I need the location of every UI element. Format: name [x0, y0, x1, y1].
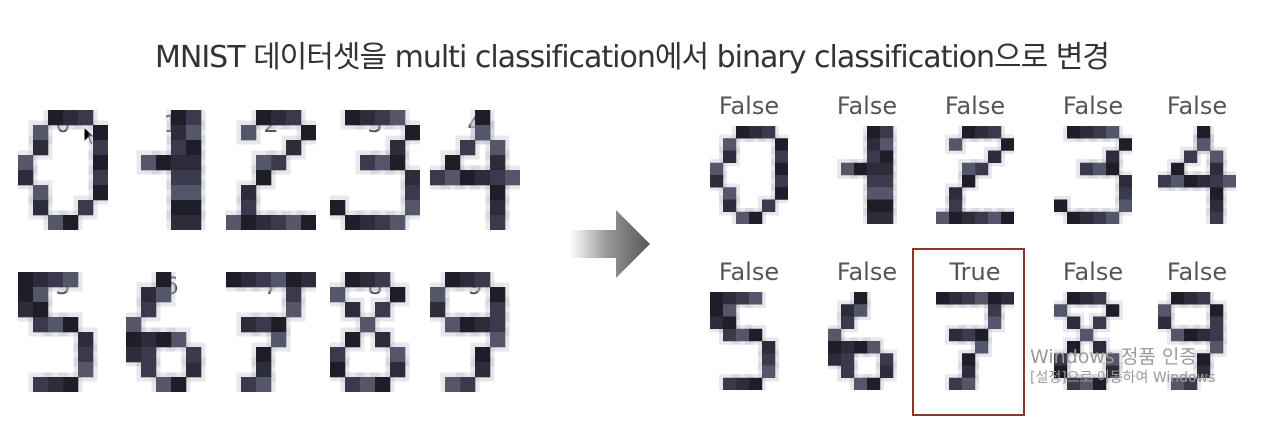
digit-2-image — [936, 126, 1014, 224]
original-digit-cell: 9 — [430, 272, 520, 402]
right-arrow-icon — [570, 208, 652, 280]
original-digit-cell: 5 — [18, 272, 108, 402]
binary-digit-cell: False — [704, 258, 794, 398]
digit-9-image — [430, 272, 510, 392]
original-digit-cell: 3 — [330, 110, 420, 240]
binary-digit-cell: False — [704, 92, 794, 232]
digit-1-image — [837, 126, 897, 224]
binary-digit-cell: False — [822, 92, 912, 232]
binary-digit-cell: False — [930, 92, 1020, 232]
binary-label: False — [718, 92, 780, 120]
binary-label: False — [944, 92, 1006, 120]
digit-5-image — [18, 272, 98, 392]
digit-1-image — [136, 110, 206, 230]
original-digit-cell: 1 — [126, 110, 216, 240]
binary-digit-cell: False — [822, 258, 912, 398]
original-digit-cell: 8 — [330, 272, 420, 402]
binary-digit-cell: False — [1048, 258, 1138, 398]
page-title: MNIST 데이터셋을 multi classification에서 binar… — [155, 40, 1110, 75]
digit-3-image — [1054, 126, 1132, 224]
digit-9-image — [1158, 292, 1227, 390]
digit-6-image — [828, 292, 897, 390]
binary-label: False — [1166, 92, 1228, 120]
binary-digit-cell: False — [1152, 258, 1242, 398]
digit-0-image — [18, 110, 108, 230]
windows-activation-watermark: Windows 정품 인증 [설정]으로 이동하여 Windows — [1030, 345, 1264, 387]
binary-label: False — [1062, 258, 1124, 286]
binary-label: False — [1062, 92, 1124, 120]
binary-label: False — [836, 92, 898, 120]
watermark-line-2: [설정]으로 이동하여 Windows — [1030, 370, 1216, 386]
watermark-line-1: Windows 정품 인증 — [1030, 346, 1197, 368]
digit-5-image — [710, 292, 779, 390]
original-digit-cell: 6 — [126, 272, 216, 402]
digit-6-image — [126, 272, 206, 392]
digit-2-image — [226, 110, 316, 230]
original-digit-cell: 4 — [430, 110, 520, 240]
digit-8-image — [1054, 292, 1123, 390]
binary-label: False — [1166, 258, 1228, 286]
binary-digit-cell: False — [1048, 92, 1138, 232]
digit-8-image — [330, 272, 410, 392]
digit-7-image — [226, 272, 316, 392]
original-digit-cell: 0 — [18, 110, 108, 240]
digit-4-image — [1158, 126, 1236, 224]
binary-digit-cell: False — [1152, 92, 1242, 232]
original-digit-cell: 2 — [226, 110, 316, 240]
digit-3-image — [330, 110, 420, 230]
digit-4-image — [430, 110, 520, 230]
digit-7-image — [936, 292, 1014, 390]
binary-label: False — [718, 258, 780, 286]
digit-0-image — [710, 126, 788, 224]
binary-label: False — [836, 258, 898, 286]
binary-label: True — [949, 258, 1001, 286]
true-label-highlight-box — [912, 248, 1025, 416]
original-digit-cell: 7 — [226, 272, 316, 402]
binary-digit-cell: True — [930, 258, 1020, 398]
